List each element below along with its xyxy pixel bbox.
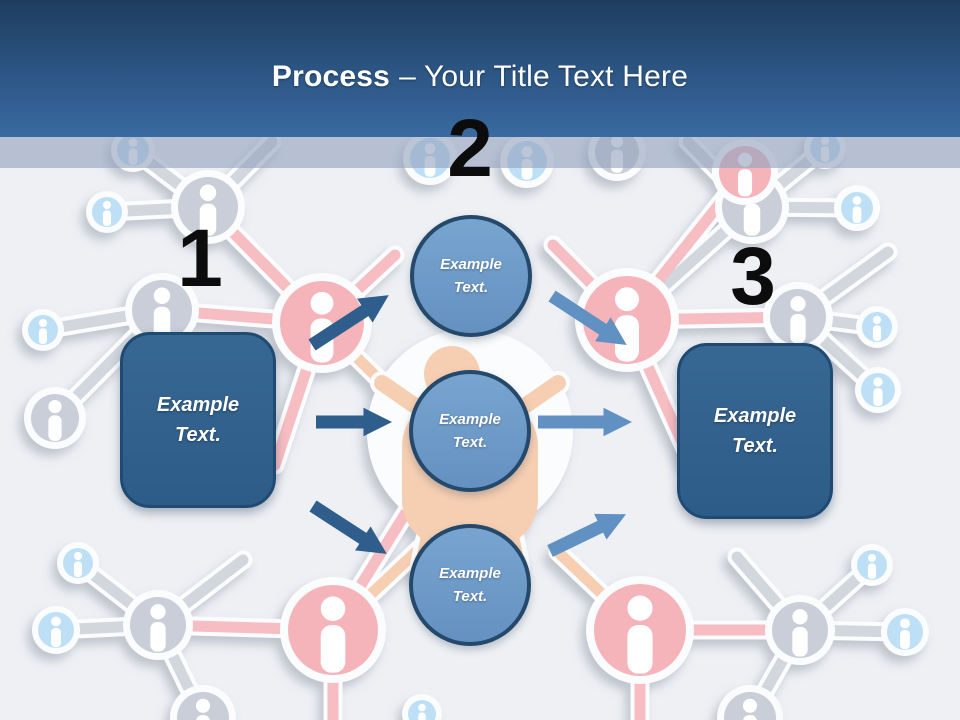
process-circle-bottom-line1: Example [439, 564, 501, 582]
step-number-2: 2 [447, 103, 493, 194]
process-box-left-line1: Example [156, 394, 240, 416]
page-title: Process– Your Title Text Here [272, 44, 688, 94]
page-title-bold: Process [271, 59, 391, 93]
network-graph [22, 123, 929, 720]
process-box-right: Example Text. [677, 343, 833, 519]
process-box-right-line1: Example [713, 405, 797, 427]
step-number-3: 3 [730, 231, 776, 322]
process-circle-top: Example Text. [410, 215, 532, 337]
step-number-1: 1 [177, 213, 223, 304]
process-circle-middle-line2: Text. [452, 434, 488, 451]
process-box-left: Example Text. [120, 332, 276, 508]
process-box-right-line2: Text. [732, 435, 778, 457]
process-circle-top-line2: Text. [453, 279, 489, 296]
process-box-left-line2: Text. [175, 424, 221, 446]
page-title-rest: – Your Title Text Here [399, 59, 689, 93]
process-circle-bottom: Example Text. [409, 524, 531, 646]
process-circle-middle-line1: Example [439, 410, 501, 428]
process-circle-middle: Example Text. [409, 370, 531, 492]
process-circle-top-line1: Example [440, 255, 502, 273]
header-underband [0, 137, 960, 168]
slide-header: Process– Your Title Text Here [0, 0, 960, 137]
process-circle-bottom-line2: Text. [452, 588, 488, 605]
